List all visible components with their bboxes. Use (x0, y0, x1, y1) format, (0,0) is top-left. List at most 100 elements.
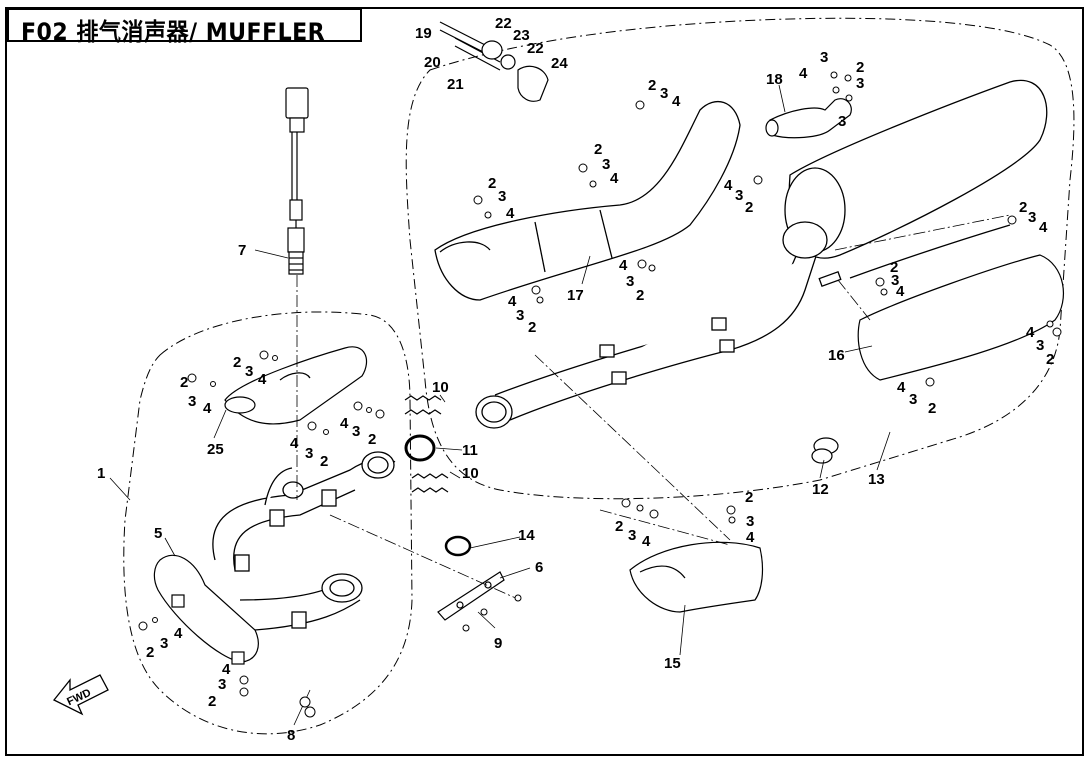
group-outlines (123, 17, 1075, 735)
callout-2: 2 (890, 259, 898, 276)
callout-4: 4 (1039, 219, 1048, 236)
group-outline-1 (123, 311, 413, 735)
callout-3: 3 (498, 188, 506, 205)
callout-22b: 22 (527, 40, 544, 57)
callout-18: 18 (766, 71, 783, 88)
callout-15: 15 (664, 655, 681, 672)
pipe-17 (434, 101, 741, 301)
page-title: F02 排气消声器/ MUFFLER (21, 18, 326, 46)
callout-3: 3 (820, 49, 828, 66)
callout-2: 2 (648, 77, 656, 94)
callout-3: 3 (602, 156, 610, 173)
callout-3: 3 (305, 445, 313, 462)
callout-3: 3 (856, 75, 864, 92)
callout-4: 4 (724, 177, 733, 194)
fwd-arrow (52, 674, 109, 716)
callout-4: 4 (222, 661, 231, 678)
callout-3: 3 (735, 187, 743, 204)
header-pipe-assembly-1 (212, 451, 396, 631)
callout-3: 3 (1028, 209, 1036, 226)
callout-4: 4 (897, 379, 906, 396)
callout-7: 7 (238, 242, 246, 259)
callout-2: 2 (208, 693, 216, 710)
callout-4: 4 (642, 533, 651, 550)
callout-2: 2 (146, 644, 154, 661)
callout-4: 4 (610, 170, 619, 187)
callout-21: 21 (447, 76, 464, 93)
callout-2: 2 (928, 400, 936, 417)
pipe-18 (765, 98, 852, 139)
callout-2: 2 (615, 518, 623, 535)
callout-3: 3 (746, 513, 754, 530)
heat-shield-25 (224, 346, 367, 425)
callout-2: 2 (1046, 351, 1054, 368)
callout-3: 3 (891, 272, 899, 289)
callout-2: 2 (368, 431, 376, 448)
callout-4: 4 (746, 529, 755, 546)
callout-2: 2 (745, 489, 753, 506)
heat-shield-5 (153, 554, 259, 665)
mid-pipe-13 (475, 234, 819, 429)
callout-2: 2 (320, 453, 328, 470)
callout-4: 4 (203, 400, 212, 417)
callout-2: 2 (745, 199, 753, 216)
callout-25: 25 (207, 441, 224, 458)
callout-2: 2 (856, 59, 864, 76)
callout-2: 2 (180, 374, 188, 391)
callout-4: 4 (340, 415, 349, 432)
callout-2: 2 (636, 287, 644, 304)
callout-3: 3 (218, 676, 226, 693)
callout-11: 11 (462, 442, 478, 459)
callout-4: 4 (258, 371, 267, 388)
callout-22a: 22 (495, 15, 512, 32)
callout-4: 4 (174, 625, 183, 642)
callout-2: 2 (233, 354, 241, 371)
center-lines (296, 214, 1011, 601)
callout-4: 4 (1026, 324, 1035, 341)
callout-8: 8 (287, 727, 295, 744)
cover-16 (857, 254, 1064, 381)
callout-4: 4 (506, 205, 515, 222)
callout-3: 3 (660, 85, 668, 102)
callout-4: 4 (619, 257, 628, 274)
callout-4: 4 (508, 293, 517, 310)
callout-3: 3 (1036, 337, 1044, 354)
parts-19-24 (439, 21, 549, 102)
callout-12: 12 (812, 481, 829, 498)
callout-3: 3 (188, 393, 196, 410)
callout-1: 1 (97, 465, 105, 482)
callout-4: 4 (799, 65, 808, 82)
callout-2: 2 (528, 319, 536, 336)
callout-20: 20 (424, 54, 441, 71)
callout-2: 2 (488, 175, 496, 192)
callout-3: 3 (626, 273, 634, 290)
oxygen-sensor-7 (285, 87, 309, 275)
callout-24: 24 (551, 55, 568, 72)
callout-17: 17 (567, 287, 584, 304)
callout-4: 4 (672, 93, 681, 110)
fasteners (138, 71, 1062, 718)
callout-3: 3 (516, 307, 524, 324)
bracket-6 (437, 571, 505, 621)
callout-2: 2 (594, 141, 602, 158)
callout-10a: 10 (432, 379, 449, 396)
grommet-12 (811, 437, 839, 464)
callout-3: 3 (160, 635, 168, 652)
callout-16: 16 (828, 347, 845, 364)
callout-3: 3 (245, 363, 253, 380)
callout-6: 6 (535, 559, 543, 576)
callout-4: 4 (290, 435, 299, 452)
muffler-body (782, 79, 1048, 288)
springs-gaskets (404, 395, 472, 557)
callout-13: 13 (868, 471, 885, 488)
callout-9: 9 (494, 635, 502, 652)
group-outline-13 (405, 17, 1075, 500)
callout-3: 3 (909, 391, 917, 408)
callout-3: 3 (352, 423, 360, 440)
callout-3: 3 (628, 527, 636, 544)
leader-lines (109, 84, 891, 726)
callout-5: 5 (154, 525, 162, 542)
callout-19: 19 (415, 25, 432, 42)
callout-10b: 10 (462, 465, 479, 482)
